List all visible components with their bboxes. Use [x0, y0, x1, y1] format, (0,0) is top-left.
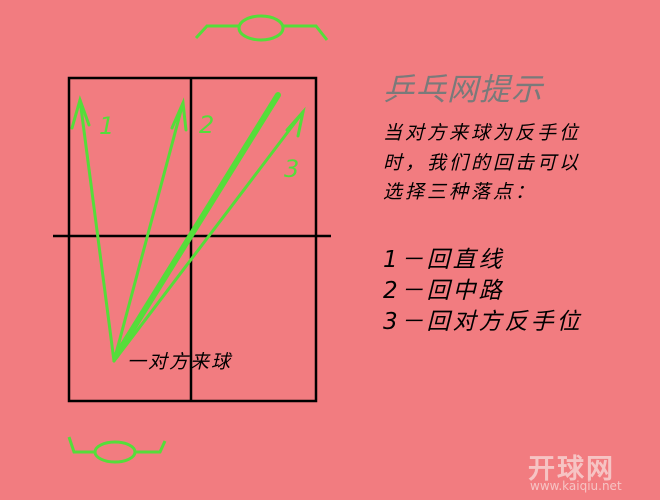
arrow-2: [112, 97, 188, 363]
tip-title: 乒乓网提示: [383, 72, 543, 108]
player-top-icon: [194, 14, 329, 42]
option-1: 1－回直线: [383, 247, 505, 273]
description-line-1: 当对方来球为反手位: [383, 122, 582, 144]
arrow-thick: [113, 92, 281, 359]
player-bottom-icon: [67, 436, 167, 464]
table-border: [67, 76, 318, 403]
description-line-3: 选择三种落点：: [383, 181, 538, 203]
watermark-url: www.kaiqiu.net: [530, 479, 622, 493]
arrow-1: [70, 95, 116, 363]
watermark-logo: 开球网: [528, 454, 615, 485]
description-line-2: 时，我们的回击可以: [383, 152, 582, 174]
incoming-ball-label: 一对方来球: [127, 351, 233, 373]
arrow-label-3: 3: [284, 155, 300, 183]
arrow-label-1: 1: [99, 112, 115, 140]
option-3: 3－回对方反手位: [383, 309, 583, 335]
arrow-label-2: 2: [199, 111, 215, 139]
arrow-3: [112, 106, 306, 363]
option-2: 2－回中路: [383, 278, 505, 304]
return-arrows: [70, 92, 306, 363]
